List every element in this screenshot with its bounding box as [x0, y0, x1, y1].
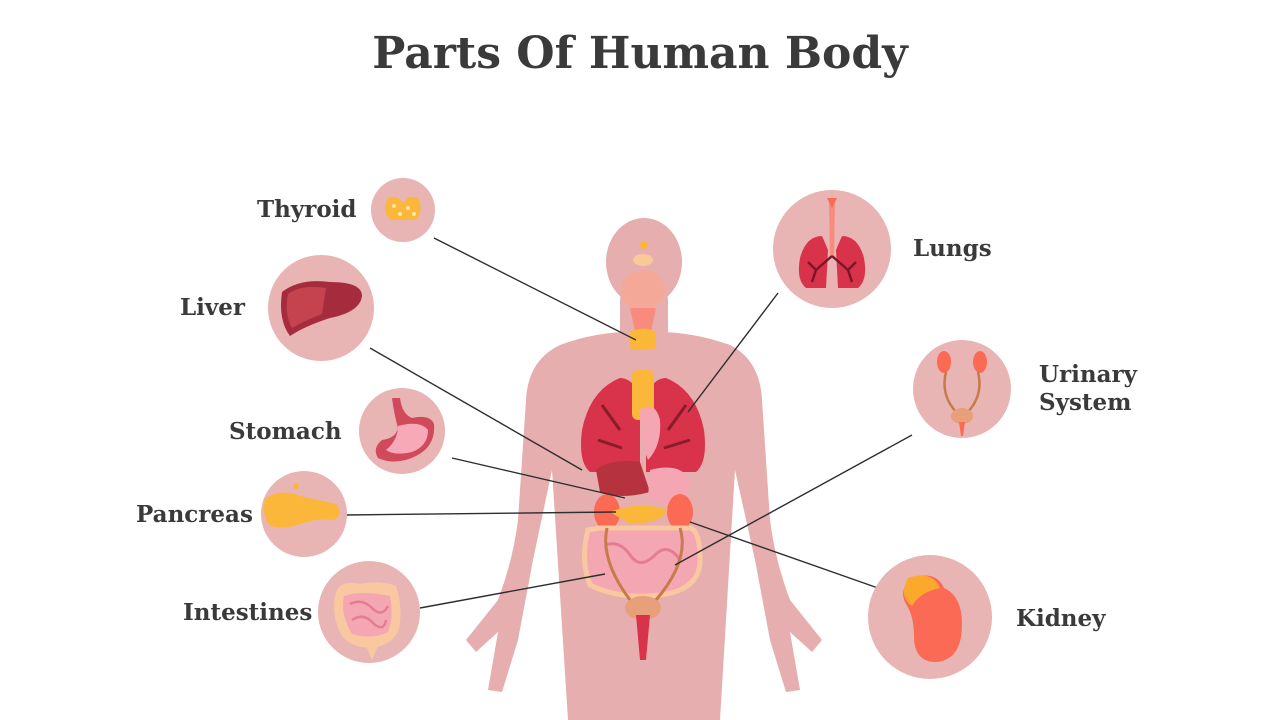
intestines-leader-line — [419, 573, 606, 609]
liver-label: Liver — [180, 294, 246, 321]
thyroid-label: Thyroid — [257, 196, 357, 223]
lungs-leader-line — [687, 292, 779, 413]
intestines-callout — [318, 561, 420, 663]
thyroid-leader-line — [433, 237, 637, 341]
urinary-callout — [913, 340, 1011, 438]
body-left-lung — [581, 378, 640, 472]
urinary-leader-line — [674, 434, 913, 566]
intestines-label: Intestines — [183, 599, 313, 626]
intestines-icon — [334, 582, 401, 660]
stomach-label: Stomach — [229, 418, 342, 445]
thyroid-icon — [385, 196, 421, 220]
body-organs — [581, 241, 705, 660]
body-right-lung — [646, 378, 705, 472]
kidney-icon — [903, 575, 962, 662]
kidney-label: Kidney — [1016, 605, 1106, 632]
page-title: Parts Of Human Body — [372, 28, 908, 79]
urinary-label-line-1: Urinary — [1039, 361, 1138, 388]
urinary-system-label: Urinary System — [1039, 361, 1137, 417]
stomach-leader-line — [451, 457, 626, 499]
urinary-label-line-2: System — [1039, 389, 1132, 416]
liver-leader-line — [369, 347, 583, 471]
liver-callout — [268, 255, 374, 361]
lungs-callout — [773, 190, 891, 308]
thyroid-callout — [371, 178, 435, 242]
stomach-callout — [359, 388, 445, 474]
kidney-leader-line — [689, 521, 879, 589]
lungs-label: Lungs — [913, 235, 992, 262]
pancreas-callout — [261, 471, 347, 557]
liver-icon — [281, 281, 362, 336]
pancreas-label: Pancreas — [136, 501, 253, 528]
kidney-callout — [868, 555, 992, 679]
stomach-icon — [375, 398, 435, 462]
lungs-icon — [798, 198, 866, 288]
pancreas-icon — [263, 483, 340, 528]
leader-lines — [344, 237, 913, 609]
urinary-system-icon — [937, 351, 987, 436]
pancreas-leader-line — [344, 511, 617, 516]
